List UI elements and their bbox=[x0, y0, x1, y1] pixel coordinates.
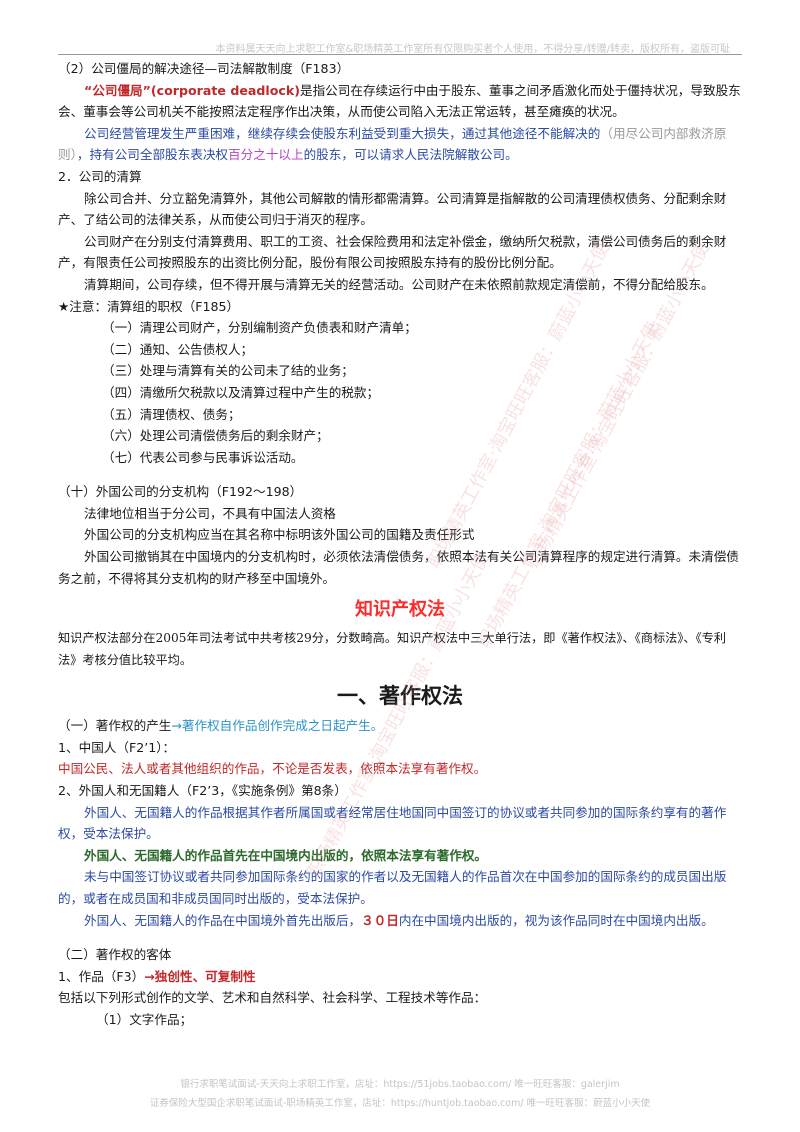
dissolution-condition-e: 的股东，可以请求人民法院解散公司。 bbox=[303, 147, 518, 163]
copyright-object-title: （二）著作权的客体 bbox=[58, 947, 172, 963]
work-type-1: （1）文字作品； bbox=[96, 1011, 193, 1027]
ip-law-title: 知识产权法 bbox=[355, 599, 445, 621]
liquidation-duty-4: （四）清缴所欠税款以及清算过程中产生的税款； bbox=[102, 384, 380, 400]
document-body: （2）公司僵局的解决途径—司法解散制度（F183） “公司僵局”(corpora… bbox=[58, 58, 742, 1031]
footer-line-1: 银行求职笔试面试-天天向上求职工作室，店址：https://51jobs.tao… bbox=[180, 1079, 620, 1090]
liquidation-para-1: 除公司合并、分立豁免清算外，其他公司解散的情形都需清算。公司清算是指解散的公司清… bbox=[58, 190, 727, 228]
foreign-author-para-3: 未与中国签订协议或者共同参加国际条约的国家的作者以及无国籍人的作品首次在中国参加… bbox=[58, 869, 727, 906]
dissolution-condition: 公司经营管理发生严重困难，继续存续会使股东利益受到重大损失，通过其他途径不能解决… bbox=[58, 123, 742, 166]
liquidation-title: 2．公司的清算 bbox=[58, 168, 142, 184]
foreign-branch-line-1: 法律地位相当于分公司，不具有中国法人资格 bbox=[84, 505, 336, 521]
liquidation-para-2: 公司财产在分别支付清算费用、职工的工资、社会保险费用和法定补偿金，缴纳所欠税款，… bbox=[58, 233, 727, 271]
foreign-author-para-1: 外国人、无国籍人的作品根据其作者所属国或者经常居住地国同中国签订的协议或者共同参… bbox=[58, 804, 727, 842]
copyright-origin: （一）著作权的产生→著作权自作品创作完成之日起产生。 bbox=[58, 715, 742, 737]
work-forms: 包括以下列形式创作的文学、艺术和自然科学、社会科学、工程技术等作品： bbox=[58, 990, 487, 1006]
spacer bbox=[58, 468, 742, 481]
dissolution-condition-d: 百分之十以上 bbox=[228, 147, 304, 163]
spacer bbox=[58, 931, 742, 944]
liquidation-duty-6: （六）处理公司清偿债务后的剩余财产； bbox=[102, 428, 329, 444]
work-properties: →独创性、可复制性 bbox=[144, 968, 256, 984]
thirty-days: ３０日 bbox=[361, 912, 399, 928]
chinese-author-title: 1、中国人（F2’1）： bbox=[58, 739, 176, 755]
foreign-branch-line-3: 外国公司撤销其在中国境内的分支机构时，必须依法清偿债务，依照本法有关公司清算程序… bbox=[58, 549, 739, 586]
liquidation-para-3: 清算期间，公司存续，但不得开展与清算无关的经营活动。公司财产在未依照前款规定清偿… bbox=[84, 276, 714, 292]
deadlock-definition: “公司僵局”(corporate deadlock)是指公司在存续运行中由于股东… bbox=[58, 80, 742, 123]
foreign-author-title: 2、外国人和无国籍人（F2’3，《实施条例》第8条） bbox=[58, 783, 347, 799]
foreign-author-para-4: 外国人、无国籍人的作品在中国境外首先出版后，３０日内在中国境内出版的，视为该作品… bbox=[58, 910, 742, 932]
dissolution-condition-c: ，持有公司全部股东表决权 bbox=[76, 147, 229, 163]
deadlock-term: “公司僵局”(corporate deadlock) bbox=[84, 82, 300, 98]
header-copyright-note: 本资料属天天向上求职工作室&职场精英工作室所有仅限购买者个人使用，不得分享/转赠… bbox=[215, 44, 730, 55]
chinese-author-text: 中国公民、法人或者其他组织的作品，不论是否发表，依照本法享有著作权。 bbox=[58, 761, 487, 777]
liquidation-duty-1: （一）清理公司财产，分别编制资产负债表和财产清单； bbox=[102, 320, 417, 336]
foreign-branch-line-2: 外国公司的分支机构应当在其名称中标明该外国公司的国籍及责任形式 bbox=[84, 527, 475, 543]
foreign-author-para-4-c: 内在中国境内出版的，视为该作品同时在中国境内出版。 bbox=[398, 912, 714, 928]
work-label: 1、作品（F3） bbox=[58, 968, 145, 984]
copyright-law-heading: 一、著作权法 bbox=[337, 684, 463, 709]
deadlock-section-title: （2）公司僵局的解决途径—司法解散制度（F183） bbox=[58, 61, 350, 76]
dissolution-condition-a: 公司经营管理发生严重困难，继续存续会使股东利益受到重大损失，通过其他途径不能解决… bbox=[84, 125, 601, 141]
liquidation-duty-3: （三）处理与清算有关的公司未了结的业务； bbox=[102, 363, 354, 379]
foreign-author-para-4-a: 外国人、无国籍人的作品在中国境外首先出版后， bbox=[84, 912, 362, 928]
footer-line-2: 证券保险大型国企求职笔试面试-职场精英工作室，店址：https://huntjo… bbox=[149, 1098, 651, 1109]
foreign-author-para-2: 外国人、无国籍人的作品首先在中国境内出版的，依照本法享有著作权。 bbox=[84, 847, 487, 863]
copyright-origin-rule: →著作权自作品创作完成之日起产生。 bbox=[171, 718, 384, 734]
ip-law-intro: 知识产权法部分在2005年司法考试中共考核29分，分数畸高。知识产权法中三大单行… bbox=[58, 631, 727, 668]
liquidation-note-title: ★注意：清算组的职权（F185） bbox=[58, 298, 240, 314]
foreign-branch-title: （十）外国公司的分支机构（F192～198） bbox=[58, 484, 303, 500]
copyright-origin-title: （一）著作权的产生 bbox=[58, 718, 172, 734]
liquidation-duty-5: （五）清理债权、债务； bbox=[102, 406, 241, 422]
deadlock-definition-text: 是指公司在存续运行中由于股东、董事之间矛盾激化而处于僵持状况，导致股东会、董事会… bbox=[58, 82, 741, 120]
work-definition: 1、作品（F3）→独创性、可复制性 bbox=[58, 966, 742, 988]
liquidation-duty-2: （二）通知、公告债权人； bbox=[102, 341, 254, 357]
header-rule bbox=[58, 54, 742, 55]
liquidation-duty-7: （七）代表公司参与民事诉讼活动。 bbox=[102, 449, 304, 465]
dissolution-condition-b: （用尽公司内部救济原则） bbox=[58, 125, 727, 163]
